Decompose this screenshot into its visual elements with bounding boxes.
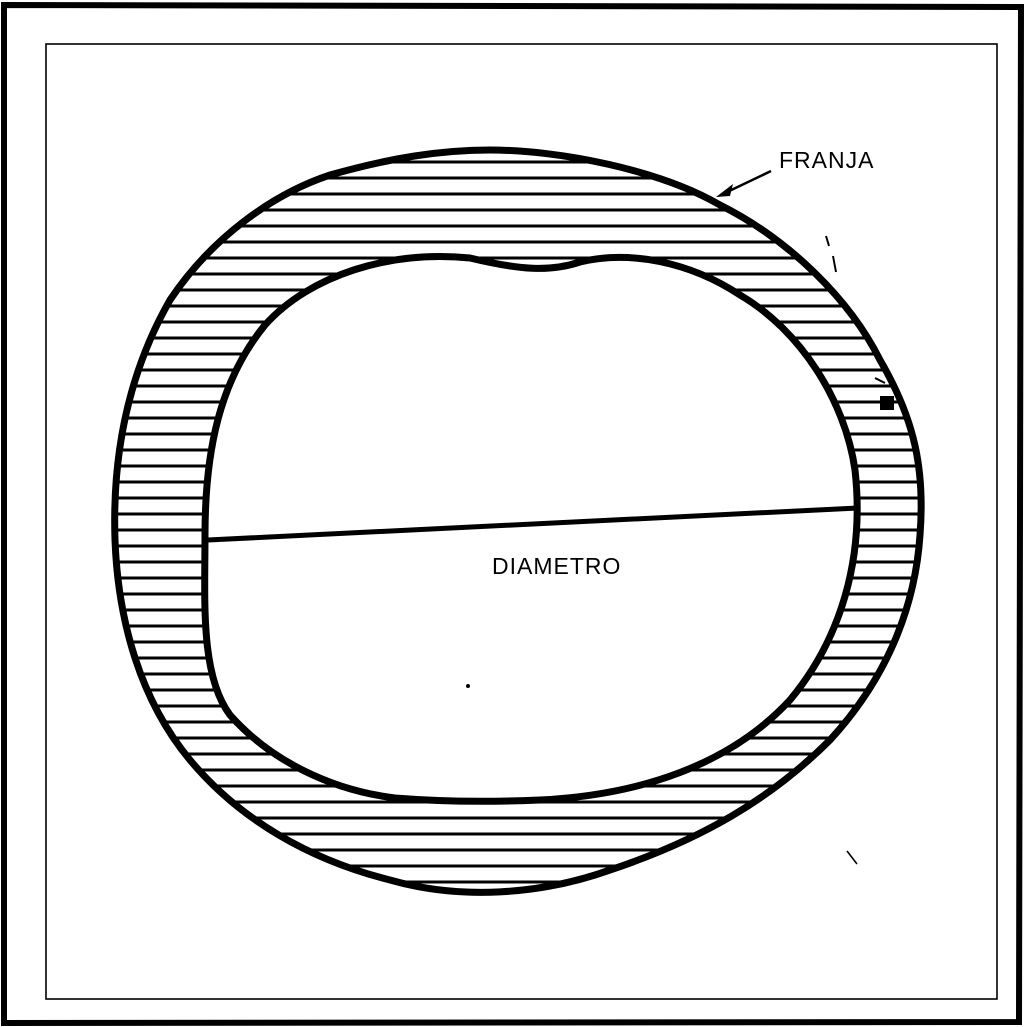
- diameter-label: DIAMETRO: [492, 553, 621, 579]
- fringe-label: FRANJA: [779, 147, 874, 173]
- outer-ring-outline: [115, 150, 922, 892]
